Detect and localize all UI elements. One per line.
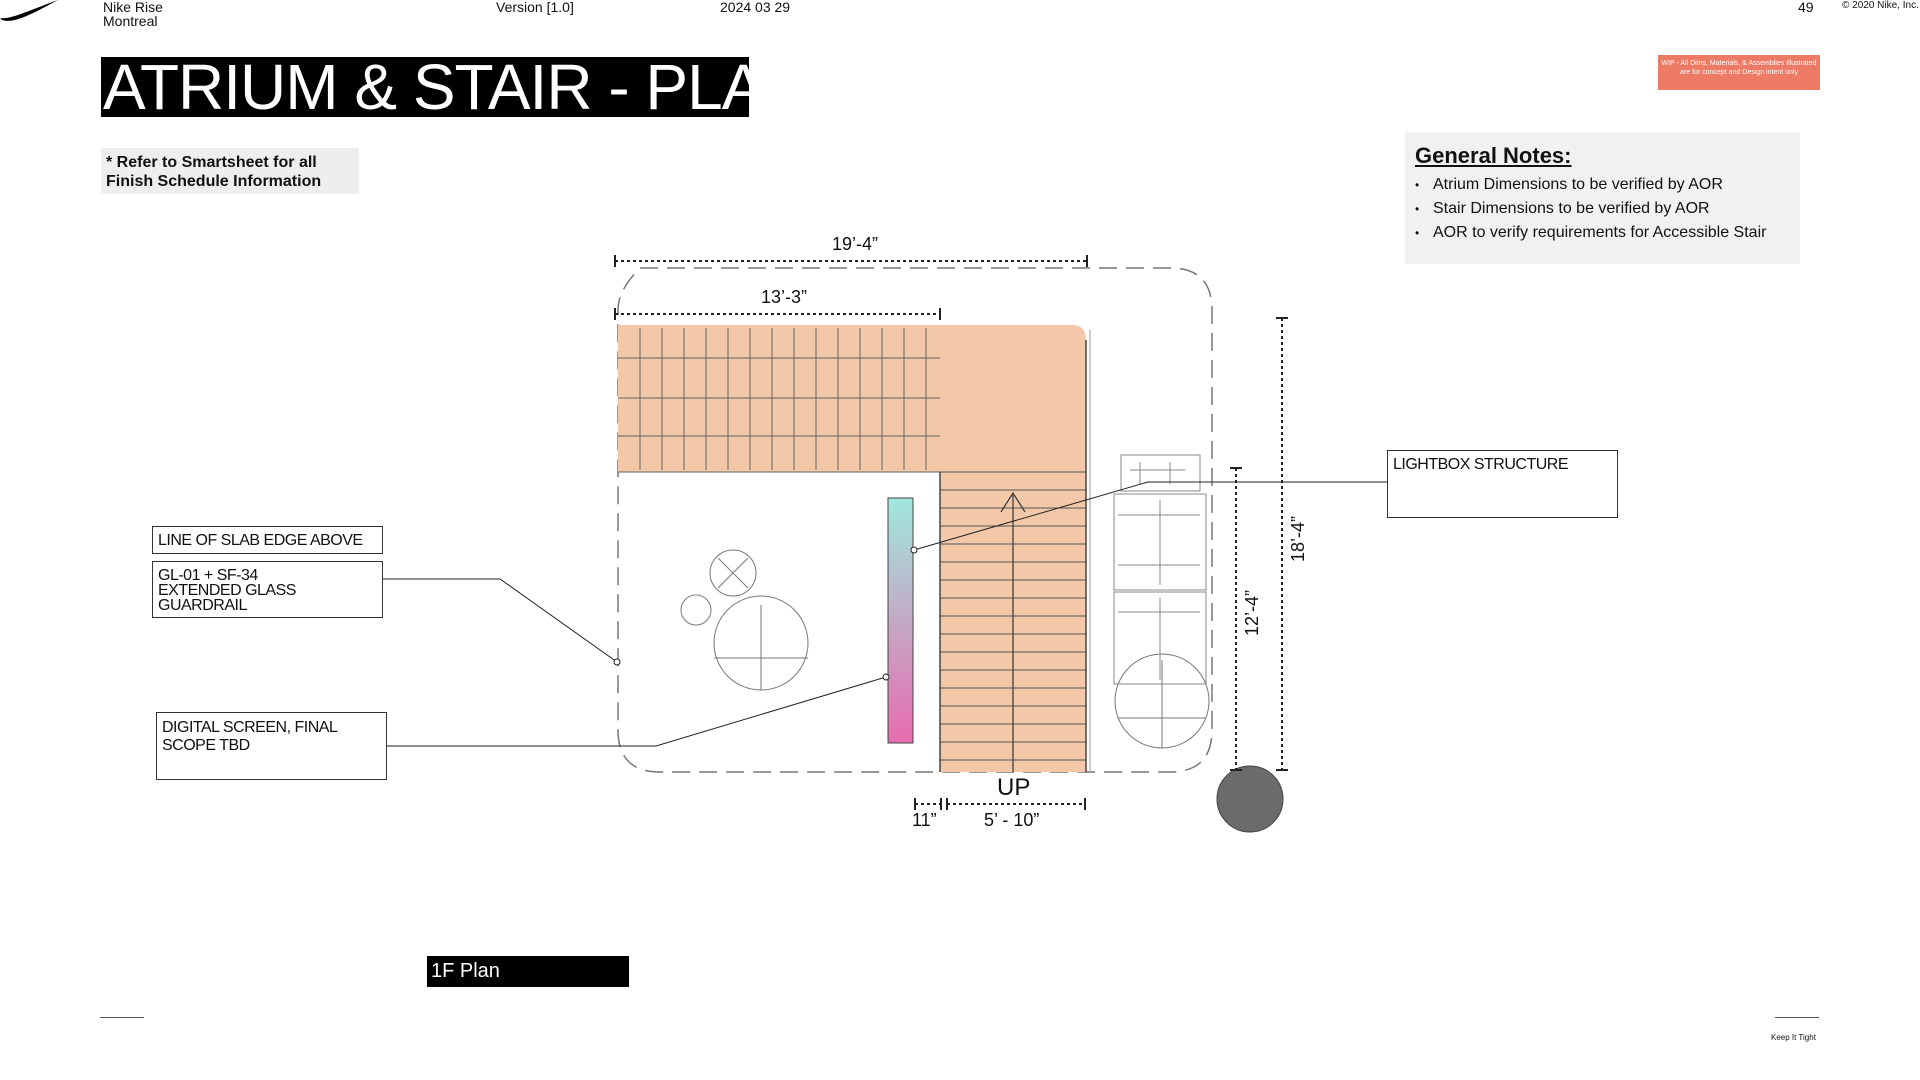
stair-up-arrow-icon — [1000, 491, 1026, 513]
footer-text: Keep It Tight — [1771, 1033, 1816, 1042]
stair-up-label: UP — [997, 774, 1031, 801]
slab-edge-outline — [617, 267, 1213, 773]
general-notes-title: General Notes: — [1415, 143, 1572, 168]
refer-note: * Refer to Smartsheet for all Finish Sch… — [101, 148, 359, 194]
header-version: Version [1.0] — [496, 0, 574, 15]
floor-area — [618, 325, 1086, 772]
dim-overall-height: 18’-4” — [1288, 515, 1308, 562]
plan-label: 1F Plan — [427, 956, 629, 987]
dim-upper-width: 13’-3” — [761, 287, 808, 307]
footer-rule-right — [1775, 1017, 1819, 1018]
callout-digital-screen: DIGITAL SCREEN, FINAL SCOPE TBD — [156, 712, 387, 780]
nike-swoosh-logo — [0, 0, 60, 27]
general-notes: General Notes: Atrium Dimensions to be v… — [1405, 132, 1800, 264]
note-item: Stair Dimensions to be verified by AOR — [1415, 197, 1800, 221]
floor-tile-lines — [618, 328, 940, 473]
page-title: ATRIUM & STAIR - PLAN — [101, 57, 749, 117]
dim-inner-height: 12’-4” — [1242, 589, 1262, 636]
callout-lightbox: LIGHTBOX STRUCTURE — [1387, 450, 1618, 518]
copyright: © 2020 Nike, Inc. — [1842, 0, 1919, 11]
header-brand: Nike Rise Montreal — [103, 0, 163, 29]
leader-lines — [383, 481, 1387, 747]
furniture — [680, 549, 1210, 749]
note-item: Atrium Dimensions to be verified by AOR — [1415, 173, 1800, 197]
display-platforms — [1113, 454, 1207, 685]
structural-column — [1216, 765, 1284, 833]
footer-rule-left — [100, 1017, 144, 1018]
note-item: AOR to verify requirements for Accessibl… — [1415, 221, 1800, 245]
page-number: 49 — [1798, 0, 1814, 15]
callout-glass-guardrail: GL-01 + SF-34 EXTENDED GLASS GUARDRAIL — [152, 561, 383, 618]
header-date: 2024 03 29 — [720, 0, 791, 15]
wip-note: WIP - All Dims, Materials, & Assemblies … — [1658, 55, 1820, 90]
digital-screen — [887, 497, 914, 744]
callout-slab-edge: LINE OF SLAB EDGE ABOVE — [152, 526, 383, 554]
dim-landing: 11” — [912, 810, 937, 830]
dim-overall-width: 19’-4” — [832, 234, 879, 254]
dim-stair-width: 5’ - 10” — [984, 810, 1040, 830]
dimension-lines — [615, 260, 1283, 805]
